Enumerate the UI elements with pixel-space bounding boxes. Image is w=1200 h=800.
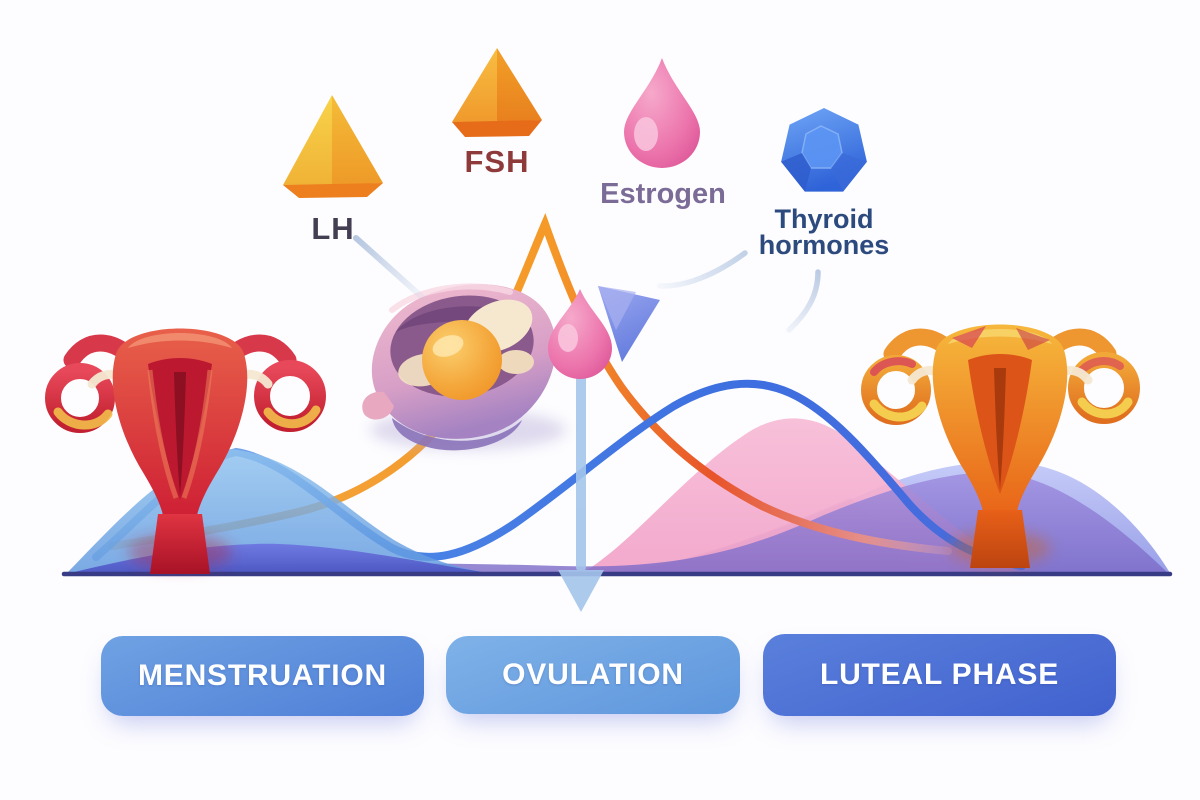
estrogen-label: Estrogen	[600, 178, 726, 210]
ovulation-down-arrow	[558, 316, 604, 612]
thyroid-label-line1: Thyroid	[774, 204, 874, 234]
ovary-follicle-illustration	[362, 283, 566, 451]
lh-connector-line	[353, 235, 435, 309]
purple-bottom-wave	[66, 472, 1168, 574]
orange-pyramid-icon	[452, 48, 542, 137]
estrogen-connector-line	[657, 250, 748, 289]
thyroid-connector-line	[786, 269, 821, 333]
thyroid-label-line2: hormones	[758, 230, 890, 260]
uterus-left-illustration	[45, 328, 326, 574]
phase-pill-luteal-phase[interactable]: LUTEAL PHASE	[763, 634, 1116, 716]
fsh-label: FSH	[464, 144, 530, 179]
uterus-right-illustration	[861, 324, 1140, 568]
estrogen-drop-marker	[548, 286, 660, 379]
phase-pill-luteal-phase-label: LUTEAL PHASE	[819, 658, 1060, 691]
phase-pill-ovulation-label: OVULATION	[502, 658, 684, 691]
blue-pointer-marker	[598, 286, 660, 362]
phase-pill-menstruation[interactable]: MENSTRUATION	[101, 636, 424, 716]
pink-droplet-icon	[624, 58, 700, 168]
phase-pill-ovulation[interactable]: OVULATION	[446, 636, 740, 714]
phase-pill-menstruation-label: MENSTRUATION	[137, 659, 388, 692]
lh-label: LH	[311, 211, 355, 246]
blue-polyhedron-icon	[781, 108, 867, 192]
thyroid-hormones-label: Thyroid hormones	[714, 204, 934, 260]
gold-pyramid-icon	[283, 95, 383, 198]
